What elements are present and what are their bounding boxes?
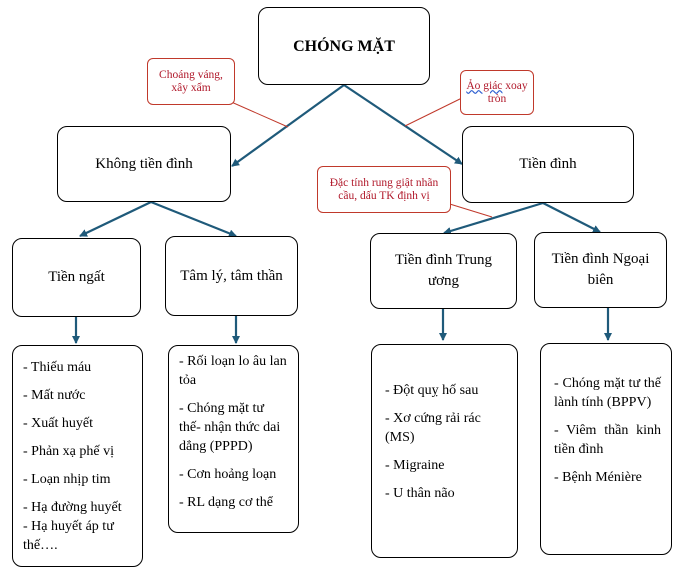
vestibular-label: Tiền đình: [519, 156, 577, 172]
list-item: - U thân não: [385, 486, 455, 501]
central-causes-list: - Đột quỵ hố sau - Xơ cứng rải rác (MS) …: [371, 344, 518, 558]
callout-left-text: Choáng váng, xây xẩm: [159, 68, 223, 94]
list-item: - Hạ huyết áp tư thế….: [23, 519, 114, 553]
list-item: - Bệnh Ménière: [554, 470, 642, 485]
peripheral-node: Tiền đình Ngoại biên: [534, 232, 667, 308]
callout-right: Ảo giác xoay tròn: [460, 70, 534, 115]
syncope-causes-list: - Thiếu máu - Mất nước - Xuất huyết - Ph…: [12, 345, 143, 567]
list-item: - Hạ đường huyết: [23, 500, 122, 515]
list-item: - Chóng mặt tư thế lành tính (BPPV): [554, 376, 661, 410]
psych-causes-list: - Rối loạn lo âu lan tỏa - Chóng mặt tư …: [168, 345, 299, 533]
callout-right-pointer: [404, 95, 467, 127]
arrow-root-to-vestibular: [343, 84, 463, 165]
list-item: - Chóng mặt tư thế- nhận thức dai dẳng (…: [179, 401, 281, 454]
list-item: - Cơn hoảng loạn: [179, 467, 277, 482]
syncope-label: Tiền ngất: [48, 269, 105, 285]
list-item: - RL dạng cơ thể: [179, 495, 273, 510]
root-node: CHÓNG MẶT: [258, 7, 430, 85]
list-item: - Thiếu máu: [23, 360, 92, 375]
central-node: Tiền đình Trung ương: [370, 233, 517, 309]
list-item: - Rối loạn lo âu lan tỏa: [179, 354, 287, 388]
callout-right-rest: xoay tròn: [487, 79, 528, 105]
callout-mid-text: Đặc tính rung giật nhãn cầu, dấu TK định…: [329, 176, 439, 202]
psych-label: Tâm lý, tâm thần: [180, 267, 283, 284]
list-item: - Loạn nhịp tim: [23, 472, 111, 487]
arrow-root-to-non-vestibular: [231, 84, 345, 167]
arrow-vestibular-to-peripheral: [542, 202, 601, 233]
peripheral-label: Tiền đình Ngoại biên: [551, 251, 650, 288]
callout-right-word: Ảo giác: [466, 79, 503, 92]
arrow-non-vestibular-to-psych: [150, 200, 237, 238]
central-label: Tiền đình Trung ương: [395, 252, 492, 289]
callout-right-text: Ảo giác xoay tròn: [465, 80, 529, 106]
peripheral-causes-list: - Chóng mặt tư thế lành tính (BPPV) - Vi…: [540, 343, 672, 555]
list-item: - Phản xạ phế vị: [23, 444, 114, 459]
arrow-non-vestibular-to-syncope: [79, 201, 152, 237]
psych-node: Tâm lý, tâm thần: [165, 236, 298, 316]
callout-left: Choáng váng, xây xẩm: [147, 58, 235, 105]
list-item: - Migraine: [385, 458, 445, 473]
non-vestibular-node: Không tiền đình: [57, 126, 231, 202]
list-item: - Đột quỵ hố sau: [385, 383, 479, 398]
syncope-node: Tiền ngất: [12, 238, 141, 317]
root-label: CHÓNG MẶT: [293, 37, 395, 55]
list-item: - Xơ cứng rải rác (MS): [385, 411, 481, 445]
vestibular-node: Tiền đình: [462, 126, 634, 203]
list-item: - Xuất huyết: [23, 416, 93, 431]
callout-mid: Đặc tính rung giật nhãn cầu, dấu TK định…: [317, 166, 451, 213]
non-vestibular-label: Không tiền đình: [95, 155, 193, 172]
list-item: - Viêm thần kinh tiền đình: [554, 423, 661, 457]
list-item: - Mất nước: [23, 388, 86, 403]
arrow-vestibular-to-central: [443, 201, 544, 235]
